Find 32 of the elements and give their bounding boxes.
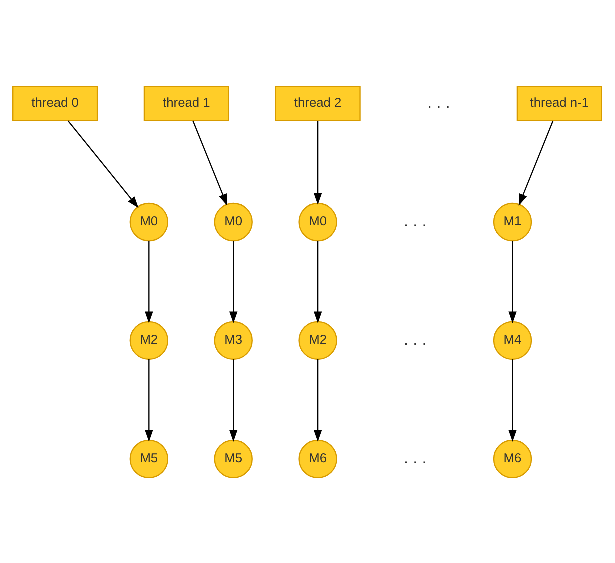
node-circle: M2 [130, 321, 169, 360]
arrow [518, 120, 554, 206]
arrow [314, 121, 322, 205]
node-box: thread 2 [275, 86, 361, 122]
label: . . . [404, 331, 427, 350]
label: . . . [427, 94, 450, 112]
node-circle: M0 [298, 202, 338, 242]
node-circle: M0 [214, 202, 253, 242]
label: . . . [404, 212, 427, 231]
node-circle: M5 [130, 440, 169, 479]
arrow [230, 360, 238, 442]
arrow [314, 241, 322, 324]
node-box: thread 0 [12, 86, 98, 122]
node-box: thread 1 [144, 86, 230, 122]
node-circle: M3 [214, 321, 253, 360]
node-circle: M5 [214, 440, 253, 479]
arrow [192, 120, 228, 206]
node-circle: M0 [130, 202, 169, 242]
arrow [230, 241, 238, 324]
arrow [508, 241, 517, 324]
arrow [145, 241, 154, 324]
arrow [145, 360, 154, 442]
arrow [68, 120, 139, 208]
node-box: thread n-1 [516, 86, 602, 122]
node-circle: M6 [298, 440, 338, 479]
arrow [508, 360, 517, 442]
node-circle: M2 [298, 321, 338, 360]
node-circle: M1 [493, 202, 532, 242]
node-circle: M4 [493, 321, 532, 360]
arrow [314, 360, 322, 442]
node-circle: M6 [493, 440, 532, 479]
label: . . . [404, 450, 427, 468]
